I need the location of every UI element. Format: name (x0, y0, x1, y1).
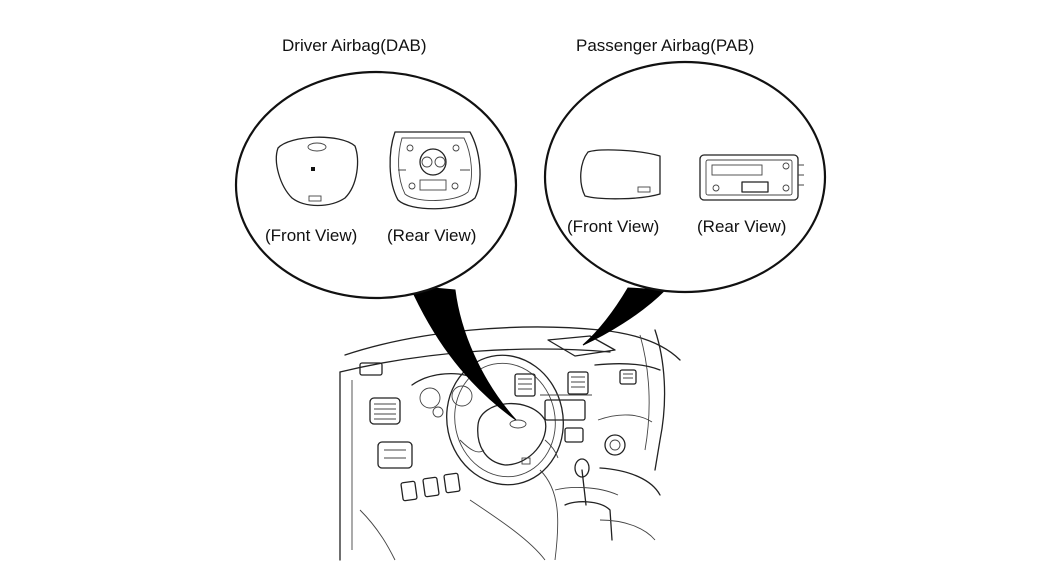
dab-front-view-drawing (275, 136, 359, 207)
pab-title: Passenger Airbag(PAB) (576, 36, 755, 55)
dab-rear-view-drawing (389, 131, 481, 210)
pab-callout-pointer (582, 287, 667, 346)
left-air-vent (369, 397, 401, 425)
pab-front-view-drawing (580, 149, 661, 200)
pab-detail-circle (543, 60, 827, 294)
pab-panel (547, 335, 616, 357)
dashboard-illustration (339, 326, 681, 561)
pab-rear-view-drawing (699, 154, 804, 201)
pab-rear-view-label: (Rear View) (697, 217, 787, 236)
right-dashboard (594, 362, 661, 541)
dab-detail-circle (234, 70, 518, 300)
dab-callout-pointer (409, 285, 517, 421)
dab-title: Driver Airbag(DAB) (282, 36, 427, 55)
pedals (400, 472, 461, 502)
pab-front-view-label: (Front View) (567, 217, 660, 236)
dab-rear-view-label: (Rear View) (387, 226, 477, 245)
center-stack (514, 371, 619, 541)
dab-front-view-label: (Front View) (265, 226, 358, 245)
